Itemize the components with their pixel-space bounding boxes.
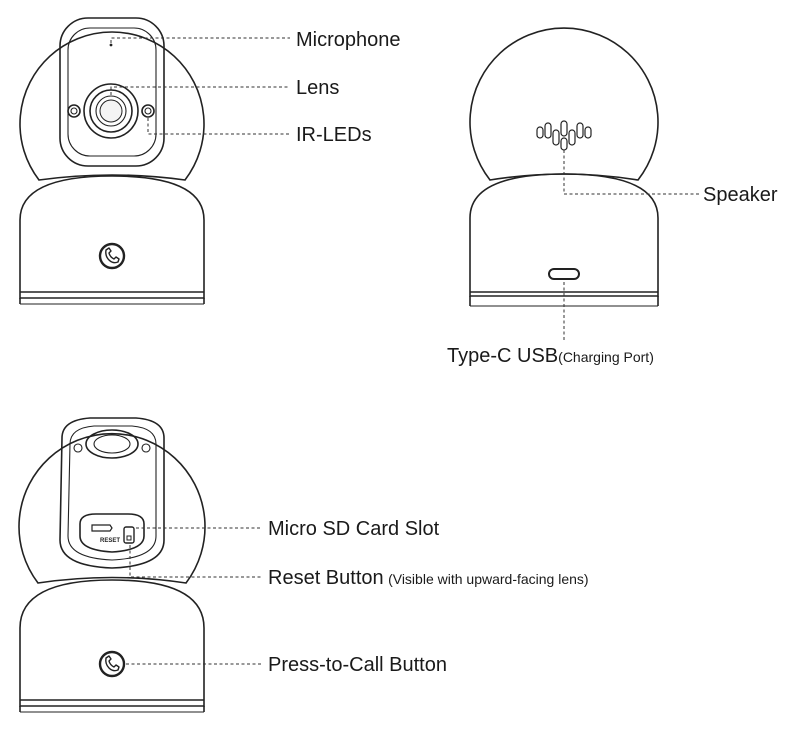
reset-label-main: Reset Button: [268, 567, 384, 589]
front-lens-module: [59, 17, 165, 167]
tilted-lens-module: [59, 417, 165, 569]
speaker-grille-icon: [536, 120, 592, 151]
tilted-base: [19, 579, 205, 707]
lens-icon: [83, 83, 139, 139]
usb-label-note: (Charging Port): [558, 349, 654, 365]
phone-call-icon: [98, 242, 126, 270]
sd-slot-label: Micro SD Card Slot: [268, 518, 440, 540]
usb-label: Type-C USB(Charging Port): [447, 346, 654, 366]
ir-led-icon: [67, 104, 155, 118]
rear-camera: [469, 27, 700, 340]
microphone-label: Microphone: [296, 29, 401, 51]
front-base: [19, 175, 205, 299]
phone-call-icon: [98, 650, 126, 678]
speaker-label: Speaker: [703, 184, 778, 206]
tilted-lens-icon: [73, 429, 151, 459]
rear-base: [469, 173, 659, 297]
tilted-camera: RESET: [18, 417, 262, 713]
usb-label-main: Type-C USB: [447, 345, 559, 367]
front-head: [19, 31, 205, 181]
microphone-hole-icon: [109, 43, 113, 47]
front-camera: [19, 17, 290, 305]
reset-button-icon: [123, 526, 135, 544]
sd-card-icon: [91, 524, 113, 532]
speaker-leader: [563, 150, 700, 195]
ir-leds-label: IR-LEDs: [296, 124, 372, 146]
tilted-head: [18, 432, 206, 584]
lens-leader: [110, 86, 290, 95]
lens-label: Lens: [296, 77, 340, 99]
usb-c-port-icon: [548, 268, 580, 280]
reset-label-note: (Visible with upward-facing lens): [388, 571, 589, 587]
rear-head: [469, 27, 659, 181]
ir-leds-leader: [147, 118, 290, 135]
reset-port-text: RESET: [100, 538, 120, 544]
reset-label: Reset Button (Visible with upward-facing…: [268, 568, 589, 588]
microphone-leader: [110, 37, 290, 43]
call-button-label: Press-to-Call Button: [268, 654, 447, 676]
